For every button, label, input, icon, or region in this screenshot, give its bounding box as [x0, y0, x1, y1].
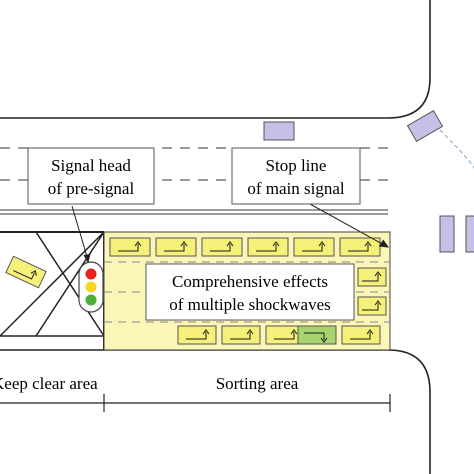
keep-clear-x-3	[35, 231, 105, 337]
vehicle	[109, 237, 151, 257]
signal-red-lamp	[85, 268, 97, 280]
keep-clear-area-label: Keep clear area	[0, 374, 98, 393]
sorting-vehicles	[109, 237, 387, 345]
keep-clear-vehicle	[5, 255, 47, 289]
effects-label: Comprehensive effects of multiple shockw…	[145, 263, 355, 321]
stop-line-label-line2: of main signal	[247, 179, 345, 198]
road-edge-top-left	[0, 0, 431, 119]
stop-line-label: Stop line of main signal	[231, 147, 361, 205]
road-edge-bottom-left	[0, 349, 431, 474]
stop-line-leader	[309, 203, 387, 247]
vehicle-purple	[439, 215, 455, 253]
vehicle	[247, 237, 289, 257]
sorting-area-label: Sorting area	[216, 374, 299, 393]
turning-trajectory	[439, 129, 474, 169]
vehicle-purple	[465, 215, 474, 253]
signal-head-leader	[71, 205, 89, 261]
traffic-light-icon	[78, 261, 104, 313]
effects-label-line2: of multiple shockwaves	[169, 295, 330, 314]
stop-line-leader-arrow	[378, 239, 390, 248]
effects-label-line1: Comprehensive effects	[172, 272, 328, 291]
vehicle	[357, 267, 387, 287]
vehicle-green	[297, 325, 337, 345]
lane-dividers	[0, 147, 388, 215]
keep-clear-x-1	[0, 231, 105, 337]
signal-head-label-line2: of pre-signal	[48, 179, 135, 198]
leader-lines	[71, 203, 390, 264]
vehicle	[155, 237, 197, 257]
vehicle	[221, 325, 261, 345]
signal-green-lamp	[85, 294, 97, 306]
vehicle-purple	[406, 110, 444, 142]
dimension-line	[0, 394, 391, 412]
stop-line-label-line1: Stop line	[266, 156, 327, 175]
cross-traffic-vehicles	[263, 110, 474, 253]
vehicle	[357, 296, 387, 316]
vehicle	[293, 237, 335, 257]
signal-head-label-line1: Signal head	[51, 156, 131, 175]
vehicle-purple	[263, 121, 295, 141]
vehicle	[339, 237, 381, 257]
vehicle	[201, 237, 243, 257]
vehicle	[177, 325, 217, 345]
signal-head-label: Signal head of pre-signal	[27, 147, 155, 205]
signal-yellow-lamp	[85, 281, 97, 293]
vehicle	[341, 325, 381, 345]
vehicle	[265, 325, 305, 345]
signal-head-leader-arrow	[83, 253, 91, 264]
